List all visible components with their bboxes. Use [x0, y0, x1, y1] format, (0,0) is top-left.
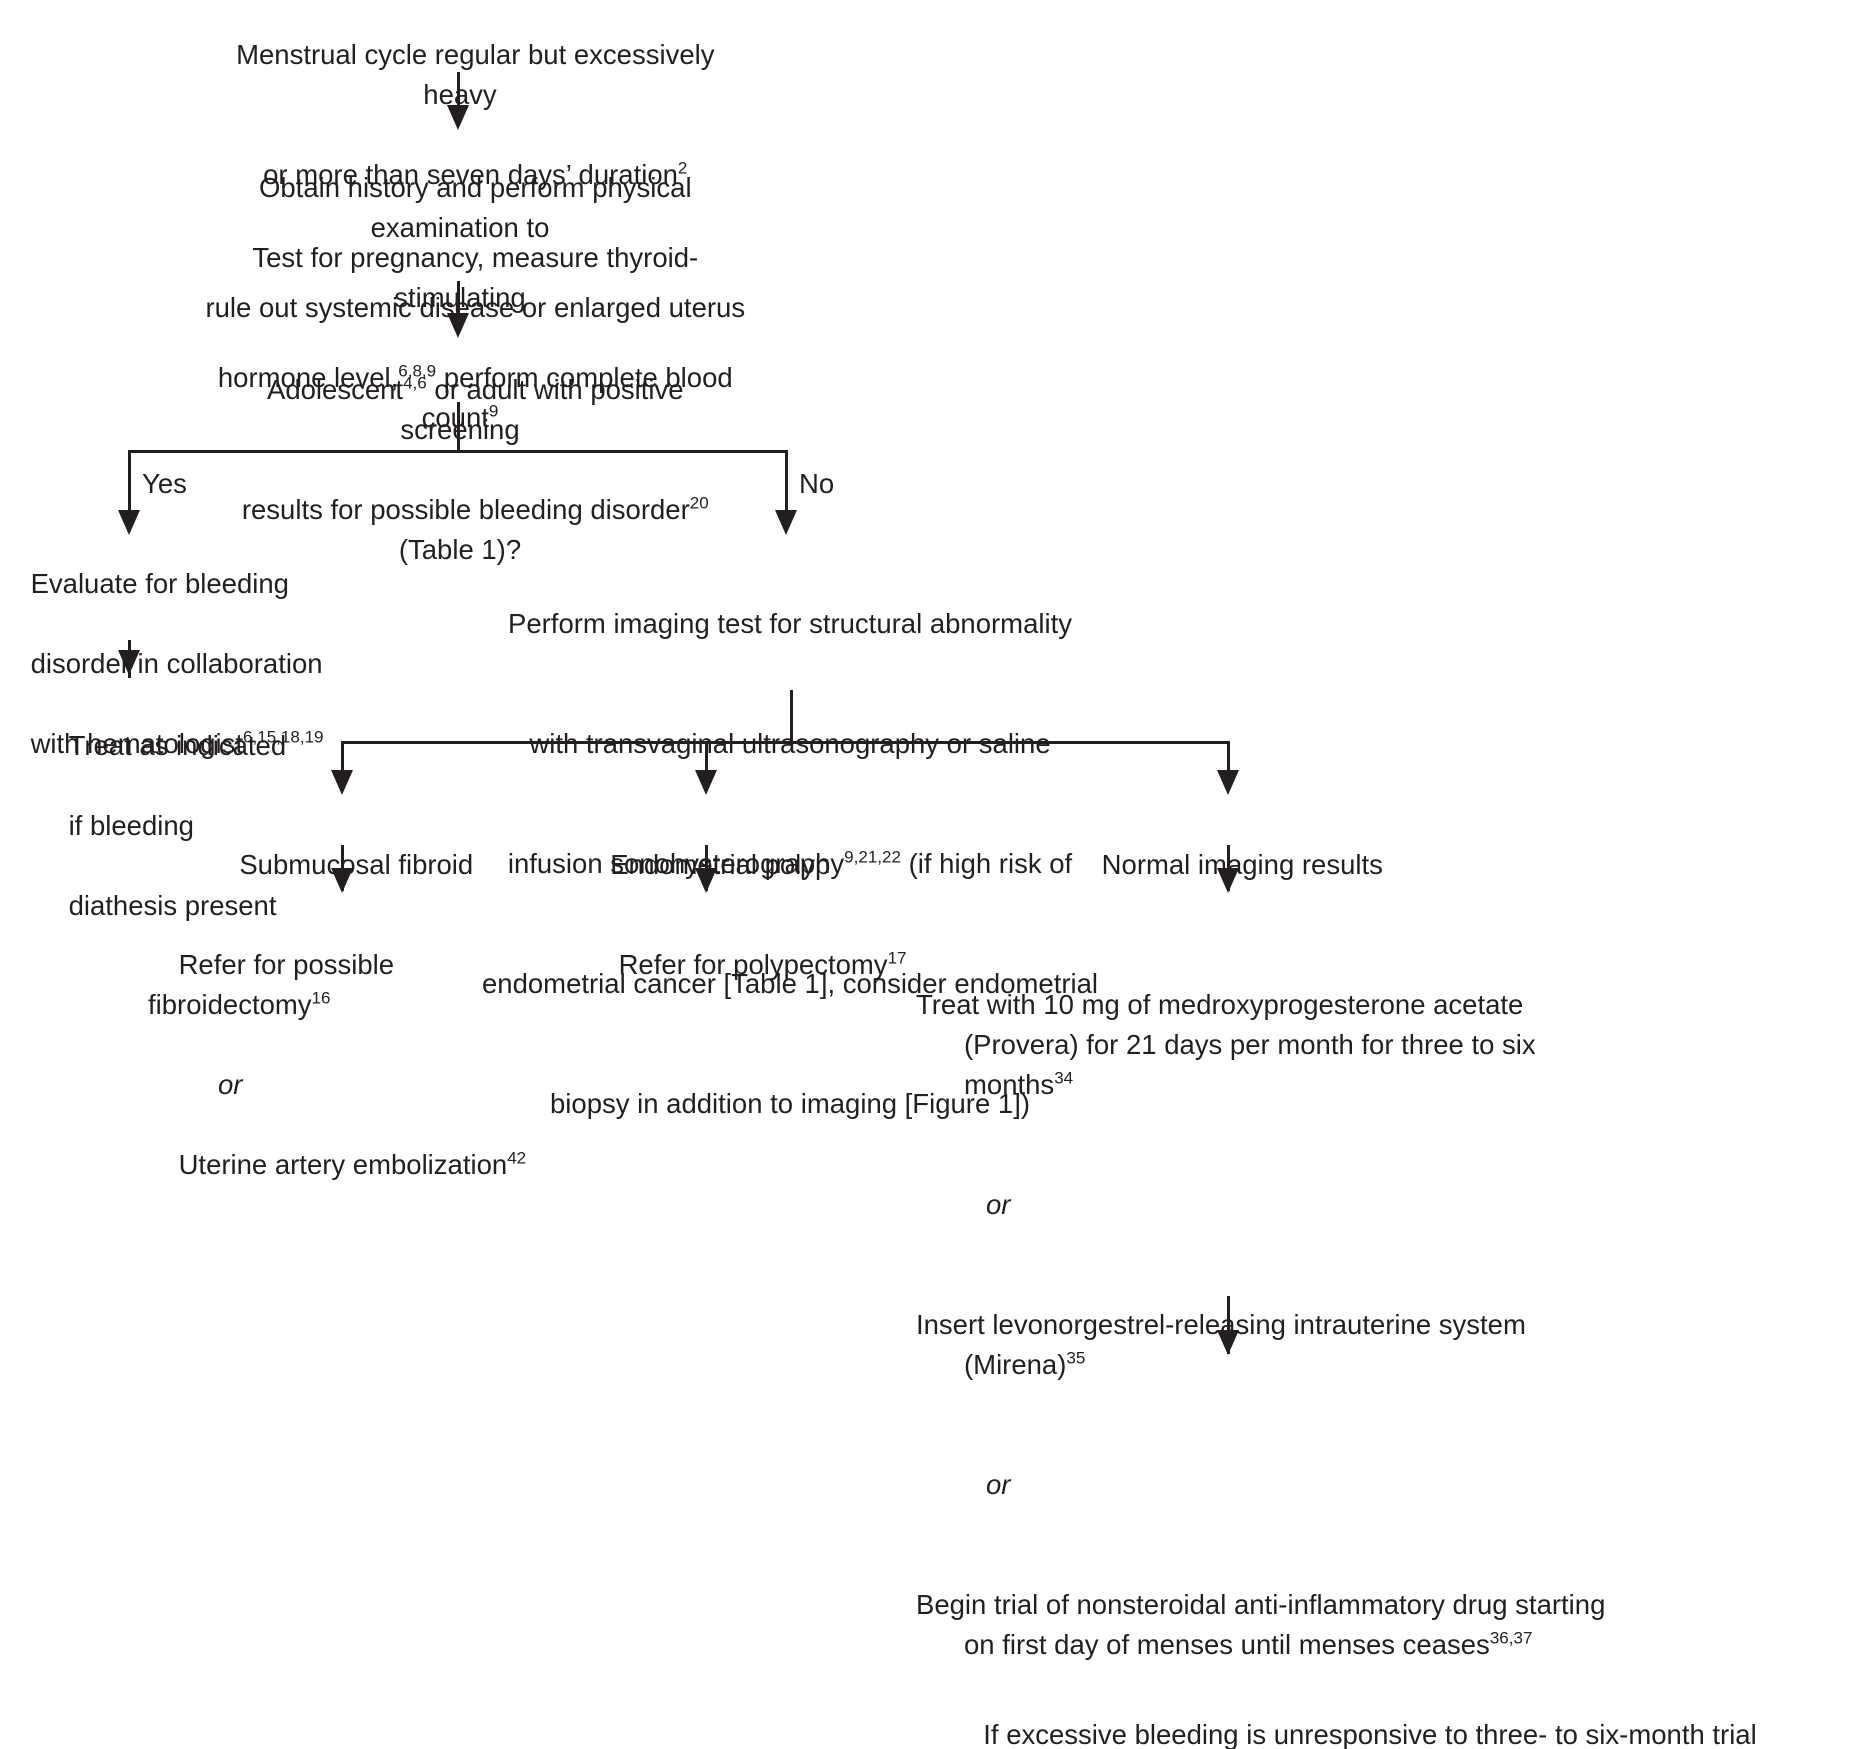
node-normal-imaging-results: Normal imaging results — [1067, 805, 1387, 925]
normal-option1-line1: Treat with 10 mg of medroxyprogesterone … — [916, 989, 1524, 1020]
decision-line2b: (Table 1)? — [398, 494, 717, 565]
normal-option1-line2: (Provera) for 21 days per month for thre… — [964, 1029, 1544, 1100]
imaging-line3b: (if high risk of — [900, 848, 1073, 879]
workup-p2-line1: Test for pregnancy, measure thyroid-stim… — [252, 242, 699, 313]
endometrial-polyp-label: Endometrial polyp — [610, 849, 831, 880]
normal-option1-sup: 34 — [1054, 1068, 1074, 1088]
treat-line3: diathesis present — [68, 890, 277, 921]
normal-imaging-label: Normal imaging results — [1101, 849, 1383, 880]
node-perform-imaging: Perform imaging test for structural abno… — [480, 524, 1100, 1204]
node-evaluate-bleeding-disorder: Evaluate for bleeding disorder in collab… — [0, 524, 330, 804]
imaging-line4: endometrial cancer [Table 1], consider e… — [481, 968, 1099, 999]
node-treat-as-indicated: Treat as indicated if bleeding diathesis… — [38, 686, 338, 966]
normal-or-1: or — [986, 1189, 1011, 1220]
node-start: Menstrual cycle regular but excessively … — [170, 0, 750, 235]
workup-sup-9: 9 — [488, 401, 499, 421]
edge-label-yes: Yes — [142, 468, 187, 499]
edge-decision-no-drop — [785, 450, 788, 517]
arrowhead-fibroid-treatment — [331, 868, 353, 893]
fibroid-or-connector: or — [218, 1069, 243, 1100]
node-workup: Obtain history and perform physical exam… — [165, 128, 755, 368]
edge-start-to-workup — [457, 72, 460, 110]
normal-option2: Insert levonorgestrel-releasing intraute… — [916, 1305, 1606, 1385]
decision-line1a: Adolescent — [267, 374, 404, 405]
node-endometrial-polyp: Endometrial polyp — [545, 805, 865, 925]
edge-workup-to-decision — [457, 281, 460, 319]
workup-p1-line1: Obtain history and perform physical exam… — [259, 172, 700, 243]
arrowhead-yes-branch — [118, 510, 140, 535]
edge-decision-crossbar — [128, 450, 788, 453]
treat-line2: if bleeding — [68, 810, 194, 841]
polyp-option1: Refer for polypectomy — [618, 949, 888, 980]
polyp-option1-sup: 17 — [887, 948, 907, 968]
node-polyp-treatment: Refer for polypectomy17 — [588, 905, 928, 1025]
yes-line3a: with hematologist — [30, 728, 244, 759]
normal-option3-line2: on first day of menses until menses ceas… — [964, 1629, 1490, 1660]
arrowhead-evaluate-to-treat — [118, 650, 140, 675]
workup-p1-line2: rule out systemic disease or enlarged ut… — [205, 292, 746, 323]
decision-sup-46: 4,6 — [403, 373, 427, 393]
start-line2-sup: 2 — [677, 158, 688, 178]
imaging-line3: infusion sonohysterography9,21,22 (if hi… — [480, 844, 1100, 884]
refractory-line1: If excessive bleeding is unresponsive to… — [983, 1719, 1757, 1749]
node-normal-imaging-treatment: Treat with 10 mg of medroxyprogesterone … — [916, 905, 1606, 1749]
node-decision: Adolescent4,6 or adult with positive scr… — [175, 330, 745, 610]
workup-p2-line2b: perform complete blood count — [421, 362, 741, 433]
arrowhead-workup-to-decision — [447, 313, 469, 338]
start-line2: or more than seven days’ duration — [263, 159, 678, 190]
imaging-line5: biopsy in addition to imaging [Figure 1]… — [550, 1088, 1030, 1119]
arrowhead-endometrial-polyp — [695, 770, 717, 795]
arrowhead-polyp-treatment — [695, 868, 717, 893]
normal-option3-line1: Begin trial of nonsteroidal anti-inflamm… — [916, 1589, 1606, 1620]
arrowhead-start-to-workup — [447, 105, 469, 130]
arrowhead-normal-imaging — [1217, 770, 1239, 795]
yes-sup-6151819: 6,15,18,19 — [243, 727, 324, 747]
submucosal-fibroid-label: Submucosal fibroid — [239, 849, 474, 880]
normal-option2-sup: 35 — [1066, 1348, 1086, 1368]
edge-imaging-crossbar — [341, 741, 1230, 744]
decision-line2a: results for possible bleeding disorder — [241, 494, 690, 525]
workup-p2-line2a: hormone level, — [217, 362, 399, 393]
arrowhead-submucosal-fibroid — [331, 770, 353, 795]
treat-line1: Treat as indicated — [68, 730, 287, 761]
yes-line2: disorder in collaboration — [30, 648, 323, 679]
node-fibroid-treatment: Refer for possible fibroidectomy16 or Ut… — [148, 905, 568, 1225]
edge-to-normal-imaging — [1227, 741, 1230, 787]
edge-to-endometrial-polyp — [705, 741, 708, 787]
arrowhead-no-branch — [775, 510, 797, 535]
yes-line1: Evaluate for bleeding — [30, 568, 289, 599]
edge-to-submucosal-fibroid — [341, 741, 344, 787]
normal-option2-line2: (Mirena) — [964, 1349, 1067, 1380]
arrowhead-refractory — [1217, 1330, 1239, 1355]
imaging-sup-92122: 9,21,22 — [844, 847, 901, 867]
normal-option3-sup: 36,37 — [1489, 1628, 1533, 1648]
edge-imaging-stem — [790, 690, 793, 743]
imaging-line1: Perform imaging test for structural abno… — [508, 608, 1072, 639]
edge-label-no: No — [799, 468, 835, 499]
decision-sup-20: 20 — [689, 493, 709, 513]
edge-decision-yes-drop — [128, 450, 131, 517]
edge-treatment-to-refractory — [1227, 1296, 1230, 1354]
normal-option3: Begin trial of nonsteroidal anti-inflamm… — [916, 1585, 1606, 1665]
edge-decision-stem — [457, 402, 460, 452]
normal-option1: Treat with 10 mg of medroxyprogesterone … — [916, 985, 1606, 1105]
imaging-line3a: infusion sonohysterography — [507, 848, 845, 879]
workup-sup-689: 6,8,9 — [398, 361, 437, 381]
fibroid-option2-sup: 42 — [507, 1148, 527, 1168]
fibroid-option2: Uterine artery embolization — [178, 1149, 508, 1180]
start-line1: Menstrual cycle regular but excessively … — [236, 39, 715, 110]
node-refractory-management: If excessive bleeding is unresponsive to… — [870, 1635, 1870, 1749]
normal-or-2: or — [986, 1469, 1011, 1500]
fibroid-option1: Refer for possible fibroidectomy — [148, 949, 402, 1020]
fibroid-option1-sup: 16 — [311, 988, 331, 1008]
decision-line1b: or adult with positive screening — [400, 374, 692, 445]
node-submucosal-fibroid: Submucosal fibroid — [181, 805, 501, 925]
arrowhead-normal-treatment — [1217, 868, 1239, 893]
